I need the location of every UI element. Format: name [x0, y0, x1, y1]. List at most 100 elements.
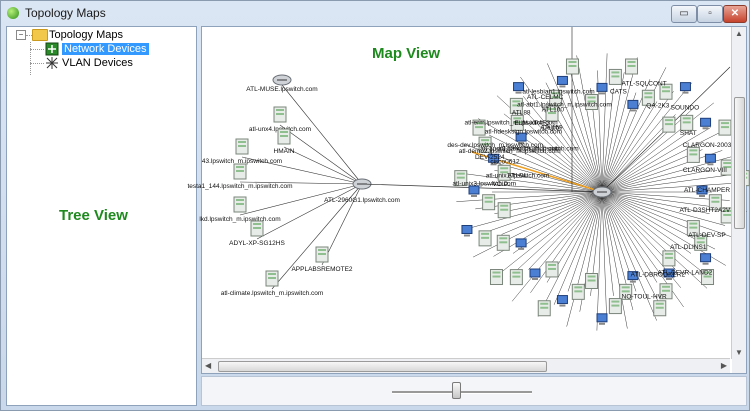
device-server-icon[interactable]: [235, 138, 249, 155]
device-server-icon[interactable]: [478, 136, 492, 153]
device-pc-icon[interactable]: [627, 271, 639, 283]
tree-view-pane[interactable]: − Topology Maps Network Devices VLAN Dev…: [6, 26, 197, 406]
tree-root-label[interactable]: Topology Maps: [49, 29, 123, 41]
device-label: ATL-D3SHT2A2V: [679, 207, 730, 214]
device-server-icon[interactable]: [608, 68, 622, 85]
device-server-icon[interactable]: [273, 106, 287, 123]
device-pc-icon[interactable]: [596, 82, 608, 95]
tree-item-vlan-devices[interactable]: VLAN Devices: [62, 57, 133, 69]
device-server-icon[interactable]: [277, 128, 291, 145]
device-pc-icon[interactable]: [627, 99, 639, 112]
device-pc-icon[interactable]: [461, 224, 473, 237]
device-pc-icon[interactable]: [596, 313, 608, 325]
device-pc-icon[interactable]: [488, 153, 500, 166]
device-server-icon[interactable]: [545, 261, 559, 278]
device-server-icon[interactable]: [233, 163, 247, 180]
scroll-left-icon[interactable]: ◀: [205, 361, 212, 370]
device-server-icon[interactable]: [489, 269, 503, 286]
collapse-toggle[interactable]: −: [16, 30, 26, 40]
map-vertical-scrollbar[interactable]: ▲ ▼: [731, 27, 746, 359]
device-server-icon[interactable]: [641, 89, 655, 106]
spoke-line: [601, 67, 667, 193]
device-server-icon[interactable]: [701, 269, 715, 286]
device-server-icon[interactable]: [625, 58, 639, 75]
scroll-up-icon[interactable]: ▲: [735, 29, 743, 38]
zoom-slider-thumb[interactable]: [452, 382, 461, 399]
device-pc-icon[interactable]: [513, 82, 525, 94]
device-pc-icon[interactable]: [556, 295, 568, 307]
device-pc-icon[interactable]: [515, 132, 527, 145]
device-server-icon[interactable]: [571, 283, 585, 300]
device-server-icon[interactable]: [545, 105, 559, 122]
device-pc-icon[interactable]: [556, 75, 568, 88]
device-pc-icon[interactable]: [704, 153, 716, 166]
spoke-line: [601, 57, 638, 193]
device-server-icon[interactable]: [619, 283, 633, 300]
device-server-icon[interactable]: [472, 119, 486, 136]
scroll-down-icon[interactable]: ▼: [735, 348, 743, 357]
spoke-line: [501, 149, 603, 193]
device-server-icon[interactable]: [662, 250, 676, 267]
device-pc-icon[interactable]: [515, 238, 527, 250]
device-server-icon[interactable]: [585, 93, 599, 110]
spoke-line: [478, 118, 603, 193]
device-pc-icon[interactable]: [663, 268, 675, 281]
horizontal-scroll-thumb[interactable]: [218, 361, 547, 372]
device-server-icon[interactable]: [718, 119, 732, 136]
device-server-icon[interactable]: [250, 220, 264, 237]
device-server-icon[interactable]: [497, 202, 511, 219]
device-server-icon[interactable]: [233, 196, 247, 213]
device-server-icon[interactable]: [585, 273, 599, 290]
device-server-icon[interactable]: [454, 170, 468, 187]
spoke-line: [512, 130, 603, 193]
device-server-icon[interactable]: [537, 300, 551, 317]
restore-button[interactable]: ▫: [697, 5, 723, 23]
device-server-icon[interactable]: [659, 283, 673, 300]
spoke-line: [601, 191, 710, 214]
device-server-icon[interactable]: [708, 194, 722, 211]
device-server-icon[interactable]: [659, 83, 673, 100]
app-globe-icon: [7, 7, 19, 19]
device-server-icon[interactable]: [482, 194, 496, 211]
vertical-scroll-thumb[interactable]: [734, 97, 745, 229]
device-server-icon[interactable]: [686, 146, 700, 163]
device-server-icon[interactable]: [509, 97, 523, 114]
spoke-line: [567, 191, 603, 292]
device-pc-icon[interactable]: [696, 185, 708, 197]
device-server-icon[interactable]: [608, 298, 622, 315]
device-server-icon[interactable]: [509, 269, 523, 286]
device-server-icon[interactable]: [686, 220, 700, 237]
topology-map-canvas[interactable]: ATL-MUSE.lpswitch.comatl-unx4.lpswitch.c…: [187, 27, 750, 359]
device-server-icon[interactable]: [662, 116, 676, 133]
zoom-slider-track[interactable]: [392, 391, 532, 394]
device-server-icon[interactable]: [315, 246, 329, 263]
minimize-button[interactable]: ▭: [671, 5, 697, 23]
device-label: CLARGON-VIII: [683, 167, 727, 174]
map-horizontal-scrollbar[interactable]: ◀ ▶: [202, 358, 730, 373]
scroll-right-icon[interactable]: ▶: [720, 361, 727, 370]
device-pc-icon[interactable]: [700, 253, 712, 265]
device-server-icon[interactable]: [510, 114, 524, 131]
link-line: [279, 124, 363, 185]
tree-item-network-devices[interactable]: Network Devices: [62, 43, 149, 55]
device-pc-icon[interactable]: [679, 82, 691, 94]
spoke-line: [494, 191, 603, 214]
close-button[interactable]: ✕: [723, 5, 747, 23]
device-server-icon[interactable]: [694, 234, 708, 251]
device-pc-icon[interactable]: [529, 268, 541, 281]
device-server-icon[interactable]: [565, 58, 579, 75]
spoke-line: [488, 134, 603, 193]
device-server-icon[interactable]: [653, 300, 667, 317]
device-server-icon[interactable]: [478, 230, 492, 247]
device-server-icon[interactable]: [496, 234, 510, 251]
device-server-icon[interactable]: [549, 89, 563, 106]
device-server-icon[interactable]: [680, 114, 694, 131]
device-switch-icon[interactable]: [272, 74, 292, 86]
device-pc-icon[interactable]: [468, 185, 480, 197]
spoke-line: [601, 126, 732, 193]
map-view-pane[interactable]: ATL-MUSE.lpswitch.comatl-unx4.lpswitch.c…: [187, 26, 750, 374]
device-server-icon[interactable]: [497, 164, 511, 181]
device-pc-icon[interactable]: [700, 117, 712, 130]
core-switch-icon[interactable]: [592, 186, 612, 198]
device-server-icon[interactable]: [265, 270, 279, 287]
